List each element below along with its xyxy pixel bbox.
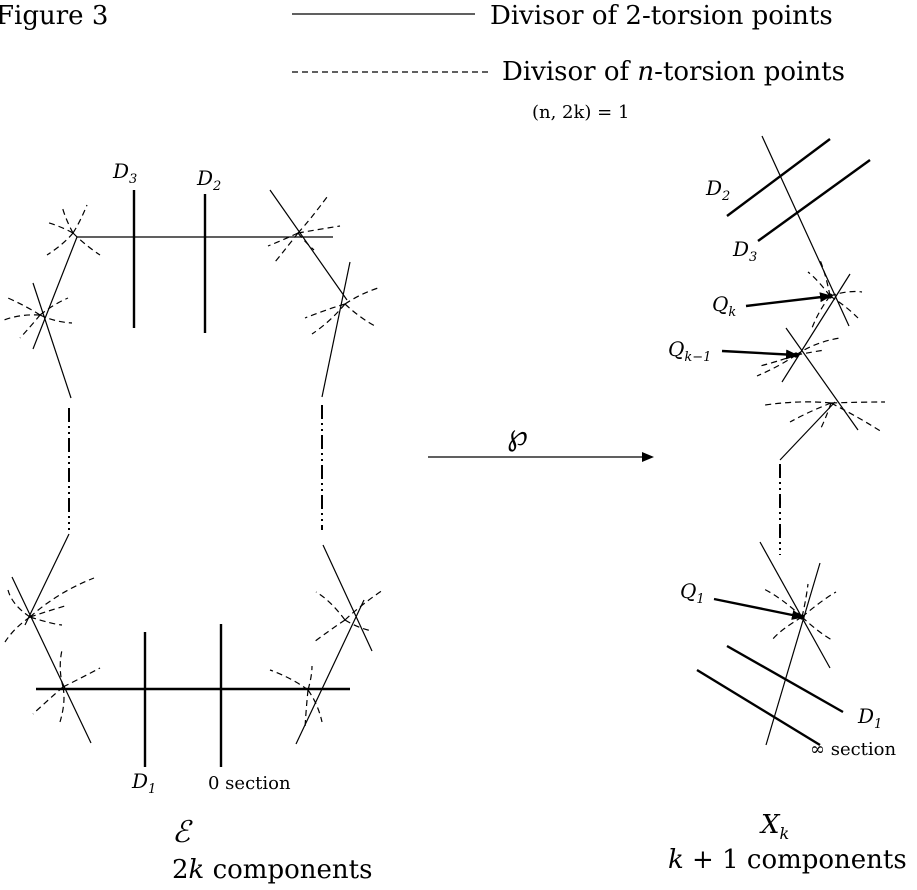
figure-title: Figure 3	[0, 1, 108, 31]
right-D2-label: D2	[705, 176, 730, 204]
right-D3-label: D3	[732, 237, 757, 265]
right-main-4	[779, 401, 836, 461]
left-chain-6	[321, 261, 351, 398]
right-main-5	[759, 541, 831, 669]
point-Qk-1	[793, 352, 799, 358]
left-chain-8	[295, 599, 365, 745]
right-infinity-section-line	[696, 668, 821, 747]
left-dashed-spokes	[3, 196, 384, 729]
left-chain-1	[32, 236, 78, 350]
left-D3-label: D3	[112, 159, 137, 187]
left-zero-section-label: 0 section	[208, 773, 291, 794]
left-chain-4	[11, 576, 92, 744]
point-Q1	[799, 614, 805, 620]
right-main-1	[761, 135, 850, 327]
left-chain-2	[32, 282, 72, 399]
right-Qk-1-label: Qk−1	[668, 337, 711, 365]
arrow-Q1	[713, 597, 804, 620]
left-chain-5	[269, 189, 348, 301]
right-D2-line	[726, 138, 831, 217]
legend-condition: (n, 2k) = 1	[532, 102, 629, 123]
left-chain-3	[24, 533, 70, 626]
right-main-6	[765, 562, 821, 746]
arrow-Qk-1	[721, 349, 798, 360]
right-infinity-section-label: ∞ section	[810, 739, 897, 760]
left-components-label: 2k components	[172, 855, 372, 885]
right-dashed-spokes	[756, 259, 886, 641]
right-D3-line	[757, 159, 871, 242]
right-main-2	[781, 273, 851, 383]
point-Qk	[827, 293, 833, 299]
map-arrow-group: ℘	[428, 418, 654, 462]
right-space-label: Xk	[759, 810, 789, 843]
left-chain-7	[322, 544, 373, 652]
map-symbol: ℘	[507, 418, 528, 453]
arrow-Qk	[745, 292, 832, 308]
right-main-3	[785, 327, 859, 431]
right-D1-line	[726, 644, 844, 714]
right-components-label: k + 1 components	[668, 845, 907, 875]
right-configuration: D2 D3 Qk Qk−1 Q1 D1 ∞ section Xk k + 1 c…	[668, 135, 907, 875]
left-D2-label: D2	[196, 166, 221, 194]
right-D1-label: D1	[857, 704, 882, 732]
right-Q1-label: Q1	[680, 579, 705, 607]
left-space-symbol: ℰ	[172, 815, 193, 850]
legend: Divisor of 2-torsion points Divisor of n…	[292, 1, 845, 123]
left-D1-label: D1	[131, 769, 156, 797]
left-configuration: D3 D2 D1 0 section ℰ 2k components	[3, 159, 384, 885]
legend-solid-label: Divisor of 2-torsion points	[490, 1, 833, 31]
right-Qk-label: Qk	[712, 292, 736, 320]
legend-dashed-label: Divisor of n-torsion points	[502, 57, 845, 87]
